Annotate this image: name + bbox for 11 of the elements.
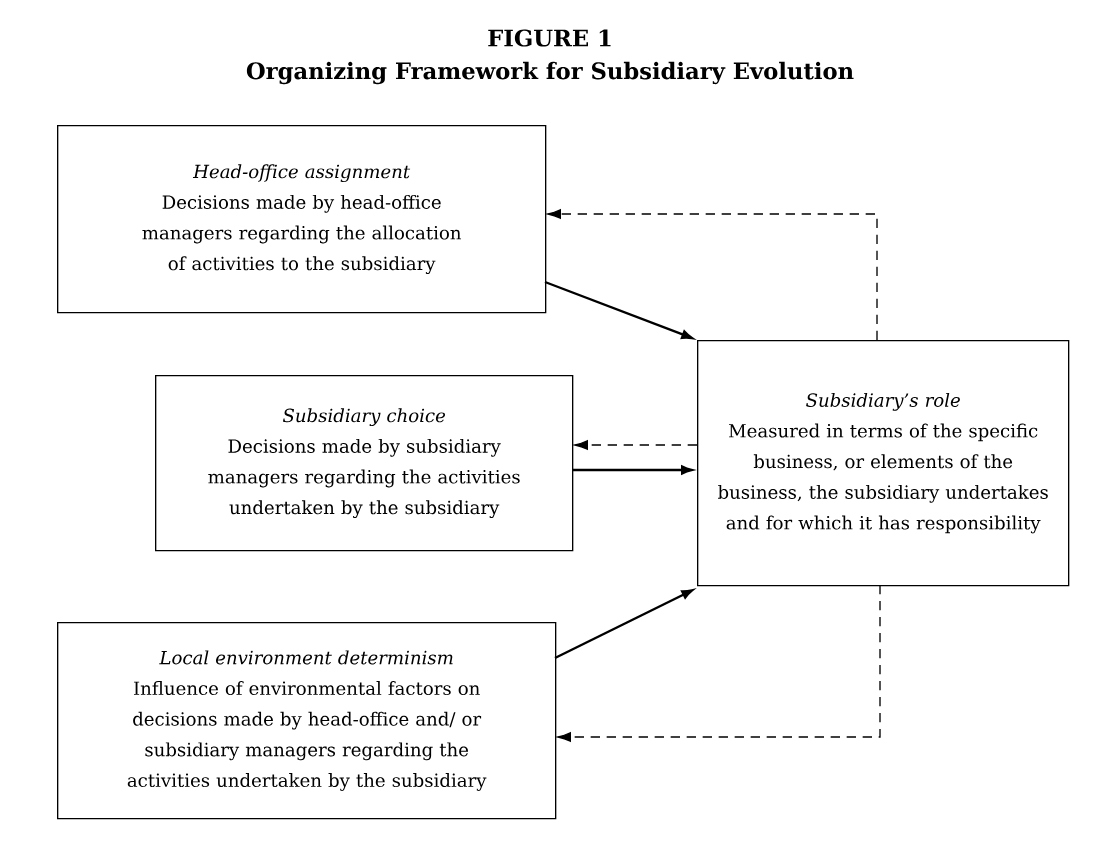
arrow	[547, 209, 878, 341]
text-box: Head-office assignment Decisions made by head-office managers regarding the allocation of activities to the subsidiary	[57, 125, 547, 314]
arrow	[554, 589, 694, 660]
arrow	[574, 440, 698, 450]
text-box: Local environment determinism Influence of environmental factors on decisions made by head-office and/ or subsidiary managers regarding the activities undertaken by the subsidiary	[57, 622, 557, 820]
title: Organizing Framework for Subsidiary Evolution	[246, 61, 854, 85]
text-box: Subsidiary choice Decisions made by subsidiary managers regarding the activities undertaken by the subsidiary	[155, 375, 574, 552]
figure-number: FIGURE 1	[488, 29, 611, 47]
text-box: Subsidiary’s role Measured in terms of the specific business, or elements of the business, the subsidiary undertakes and for which it has responsibility	[697, 340, 1070, 587]
arrow	[544, 280, 694, 340]
arrow	[557, 584, 881, 742]
